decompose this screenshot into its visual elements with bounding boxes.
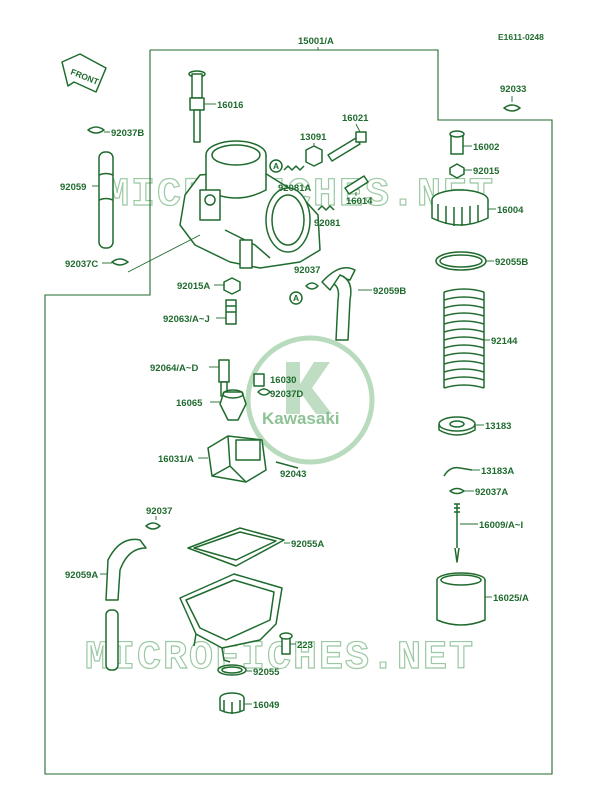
part-16009 — [454, 503, 460, 563]
circle-marker-a-2: A — [293, 293, 299, 303]
circle-marker-a-1: A — [273, 161, 279, 171]
part-92059 — [98, 151, 114, 249]
part-16031 — [207, 435, 267, 483]
label-223: 223 — [297, 640, 313, 651]
part-92055 — [217, 664, 247, 676]
part-16049 — [219, 692, 245, 714]
label-92059A: 92059A — [65, 570, 98, 581]
label-92037-lower: 92037 — [146, 506, 172, 517]
label-92037C: 92037C — [65, 259, 98, 270]
label-92037D: 92037D — [270, 389, 303, 400]
carburetor-body — [179, 140, 321, 269]
label-16016: 16016 — [217, 100, 243, 111]
part-92033 — [503, 104, 521, 112]
label-16004: 16004 — [497, 205, 524, 216]
part-16065 — [219, 389, 247, 421]
part-16021 — [327, 131, 367, 162]
label-92064: 92064/A~D — [150, 363, 198, 374]
part-13183 — [438, 416, 476, 436]
label-92059B: 92059B — [373, 286, 406, 297]
label-92037: 92037 — [294, 265, 320, 276]
label-92055A: 92055A — [291, 539, 324, 550]
part-92037B — [87, 126, 105, 134]
label-16025: 16025/A — [493, 593, 529, 604]
label-92037A: 92037A — [475, 487, 508, 498]
part-92043 — [275, 461, 299, 469]
label-16049: 16049 — [253, 700, 279, 711]
part-92081A — [283, 165, 305, 171]
part-16030 — [253, 373, 265, 387]
part-92015 — [449, 163, 465, 179]
label-16065: 16065 — [176, 398, 203, 409]
part-13183A — [443, 466, 473, 477]
part-92059B — [321, 267, 356, 341]
label-13183: 13183 — [485, 421, 511, 432]
part-92059A — [105, 538, 147, 671]
part-92037D — [257, 388, 271, 396]
part-92037-lower — [145, 522, 161, 530]
part-92063 — [225, 299, 237, 325]
label-16009: 16009/A~I — [479, 520, 523, 531]
assembly-frame — [44, 49, 553, 775]
label-92063: 92063/A~J — [163, 314, 210, 325]
part-92037C — [111, 258, 129, 266]
watermark-bottom: MICROFICHES.NET — [85, 636, 475, 681]
label-92037B: 92037B — [111, 128, 144, 139]
label-13091: 13091 — [300, 132, 327, 143]
part-16016 — [188, 70, 206, 143]
label-16031: 16031/A — [158, 454, 194, 465]
part-92081 — [317, 205, 335, 211]
logo-text: Kawasaki — [262, 409, 340, 428]
part-13091 — [305, 145, 323, 167]
label-92059: 92059 — [60, 182, 86, 193]
part-223 — [279, 632, 293, 655]
part-92055B — [435, 251, 487, 271]
label-16002: 16002 — [473, 142, 499, 153]
label-92043: 92043 — [280, 469, 306, 480]
label-92015: 92015 — [473, 166, 500, 177]
label-92055: 92055 — [253, 667, 280, 678]
label-16014: 16014 — [346, 196, 373, 207]
part-16002 — [449, 130, 465, 155]
part-92015A — [223, 277, 241, 295]
part-float-bowl — [179, 573, 283, 663]
label-16030: 16030 — [270, 375, 296, 386]
part-92037A — [449, 487, 465, 495]
part-16025 — [436, 572, 486, 626]
part-16014 — [344, 175, 369, 195]
part-92144 — [443, 288, 485, 389]
kawasaki-logo: Kawasaki — [245, 335, 375, 465]
part-92055A — [187, 527, 285, 567]
label-92081A: 92081A — [278, 183, 311, 194]
label-92081: 92081 — [314, 218, 341, 229]
part-92037 — [305, 282, 319, 290]
label-16021: 16021 — [342, 113, 369, 124]
ref-code: E1611-0248 — [498, 32, 544, 42]
part-16004 — [431, 189, 489, 226]
front-arrow-icon: FRONT — [61, 53, 107, 93]
assembly-label: 15001/A — [298, 36, 334, 47]
label-92033: 92033 — [500, 84, 526, 95]
label-13183A: 13183A — [481, 466, 514, 477]
label-92144: 92144 — [491, 336, 518, 347]
label-92015A: 92015A — [177, 281, 210, 292]
label-92055B: 92055B — [495, 257, 528, 268]
